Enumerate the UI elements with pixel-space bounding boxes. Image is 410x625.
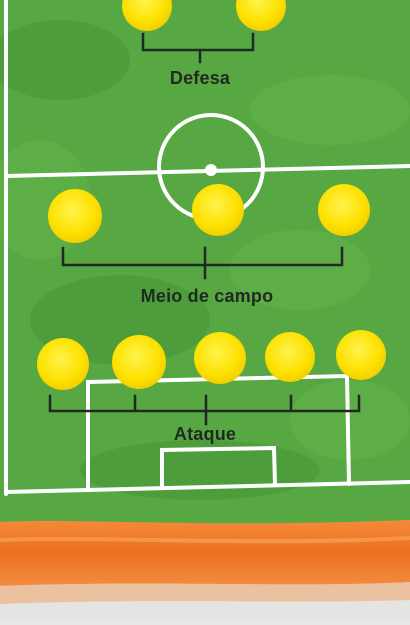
player-defense-1 — [122, 0, 172, 31]
player-attack-3 — [194, 332, 246, 384]
defense-bracket — [141, 32, 255, 64]
attack-label: Ataque — [173, 424, 237, 444]
goal-area — [160, 445, 277, 488]
player-attack-4 — [265, 332, 315, 382]
player-midfield-3 — [318, 184, 370, 236]
player-midfield-2 — [192, 184, 244, 236]
midfield-label: Meio de campo — [140, 286, 274, 306]
player-defense-2 — [236, 0, 286, 31]
track-highlight — [0, 536, 410, 544]
player-attack-2 — [112, 335, 166, 389]
center-spot — [205, 164, 217, 176]
player-attack-5 — [336, 330, 386, 380]
running-track — [0, 520, 410, 586]
player-midfield-1 — [48, 189, 102, 243]
midfield-bracket — [61, 246, 344, 280]
formation-brackets — [48, 32, 361, 426]
players — [37, 0, 386, 390]
player-attack-1 — [37, 338, 89, 390]
track-edge — [0, 582, 410, 604]
attack-bracket — [48, 394, 361, 426]
goal-line — [4, 480, 410, 494]
defense-label: Defesa — [169, 68, 231, 88]
